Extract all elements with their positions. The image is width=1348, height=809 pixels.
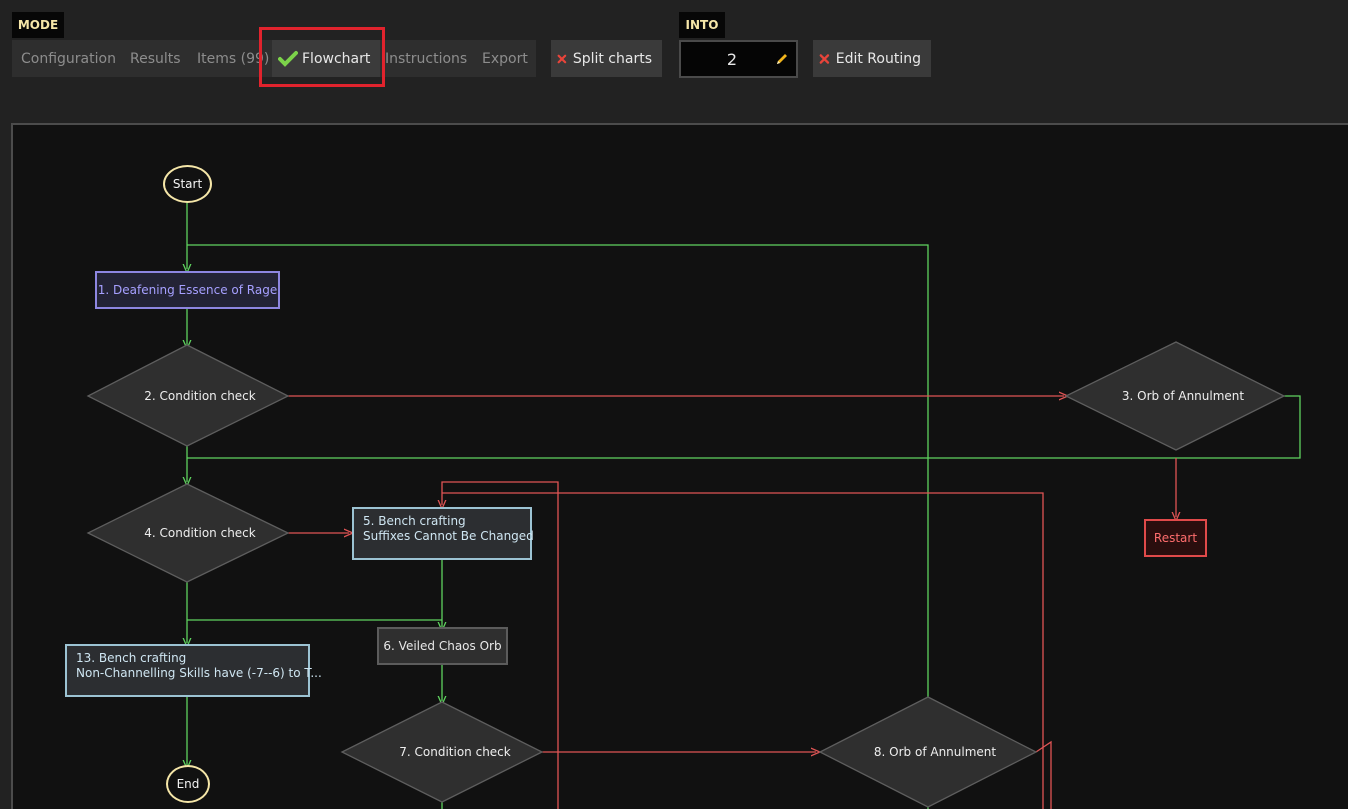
node-2-label[interactable]: 2. Condition check [144, 389, 256, 403]
node-4-diamond [86, 483, 290, 583]
node-3-label[interactable]: 3. Orb of Annulment [1121, 389, 1245, 403]
mode-label: MODE [12, 12, 64, 38]
into-value: 2 [726, 50, 738, 69]
node-7-label[interactable]: 7. Condition check [399, 745, 511, 759]
node-13[interactable]: 13. Bench crafting Non-Channelling Skill… [65, 644, 322, 697]
node-1[interactable]: 1. Deafening Essence of Rage [95, 271, 280, 309]
edit-routing-label: Edit Routing [835, 50, 921, 67]
flowchart-edges [86, 203, 1301, 809]
red-x-icon [819, 53, 830, 64]
node-8-diamond [818, 696, 1038, 808]
node-5-line2: Suffixes Cannot Be Changed [363, 529, 534, 543]
mode-tab-bar: Configuration Results Items (99) Flowcha… [12, 40, 536, 77]
node-13-line1: 13. Bench crafting [76, 651, 187, 665]
node-6[interactable]: 6. Veiled Chaos Orb [377, 627, 508, 665]
tab-flowchart[interactable]: Flowchart [272, 40, 381, 77]
end-node[interactable]: End [166, 765, 210, 803]
split-charts-label: Split charts [572, 50, 652, 67]
tab-flowchart-label: Flowchart [302, 50, 371, 67]
restart-node[interactable]: Restart [1144, 519, 1207, 557]
tab-results[interactable]: Results [130, 50, 181, 67]
node-4-label[interactable]: 4. Condition check [144, 526, 256, 540]
tab-configuration[interactable]: Configuration [21, 50, 116, 67]
fail-edges [286, 396, 1176, 809]
flowchart-tab-highlight [259, 27, 385, 87]
node-7-diamond [340, 701, 544, 803]
split-charts-button[interactable]: Split charts [551, 40, 662, 77]
check-icon [278, 50, 298, 67]
tab-export[interactable]: Export [482, 50, 528, 67]
into-input[interactable]: 2 [679, 40, 798, 78]
decision-shapes [86, 341, 1286, 808]
node-5-line1: 5. Bench crafting [363, 514, 466, 528]
node-13-line2: Non-Channelling Skills have (-7--6) to T… [76, 666, 322, 680]
edit-routing-button[interactable]: Edit Routing [813, 40, 931, 77]
flowchart-canvas[interactable]: Start 1. Deafening Essence of Rage 2. Co… [11, 123, 1348, 809]
pencil-icon[interactable] [775, 52, 789, 66]
node-3-diamond [1064, 341, 1286, 451]
success-edges [187, 203, 1301, 809]
start-node[interactable]: Start [163, 165, 212, 203]
tab-instructions[interactable]: Instructions [385, 50, 468, 67]
node-5[interactable]: 5. Bench crafting Suffixes Cannot Be Cha… [352, 507, 534, 560]
node-8-label[interactable]: 8. Orb of Annulment [873, 745, 997, 759]
into-label: INTO [679, 12, 725, 38]
red-x-icon [557, 54, 567, 63]
node-2-diamond [86, 344, 290, 447]
tab-items[interactable]: Items (99) [197, 50, 270, 67]
